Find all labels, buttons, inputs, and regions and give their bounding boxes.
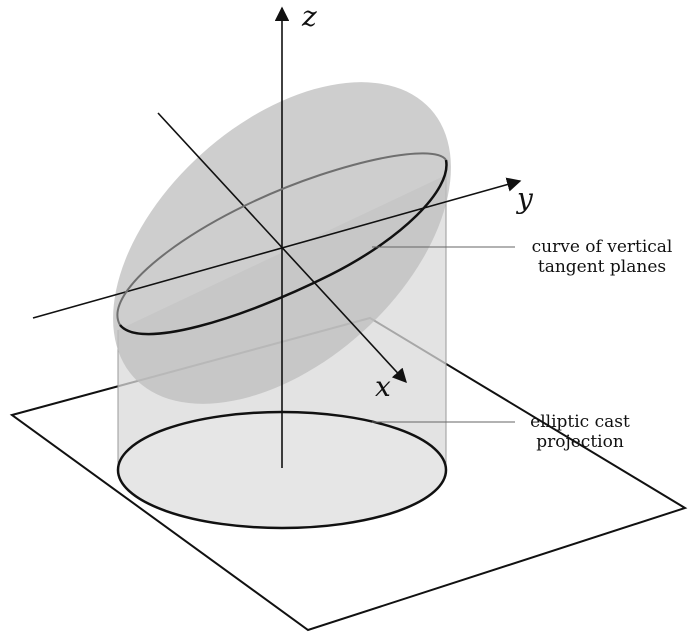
y-axis-label: y (515, 182, 534, 215)
cast-annotation-line2: projection (536, 432, 624, 452)
cast-annotation-line1: elliptic cast (530, 412, 630, 432)
x-axis-label: x (375, 370, 391, 403)
tangent-curve-front (119, 159, 448, 336)
curve-annotation-line2: tangent planes (538, 257, 666, 277)
z-axis-label: z (301, 0, 317, 33)
curve-annotation-line1: curve of vertical (532, 237, 673, 257)
y-axis (32, 177, 522, 319)
tangent-curve-back (116, 152, 447, 326)
